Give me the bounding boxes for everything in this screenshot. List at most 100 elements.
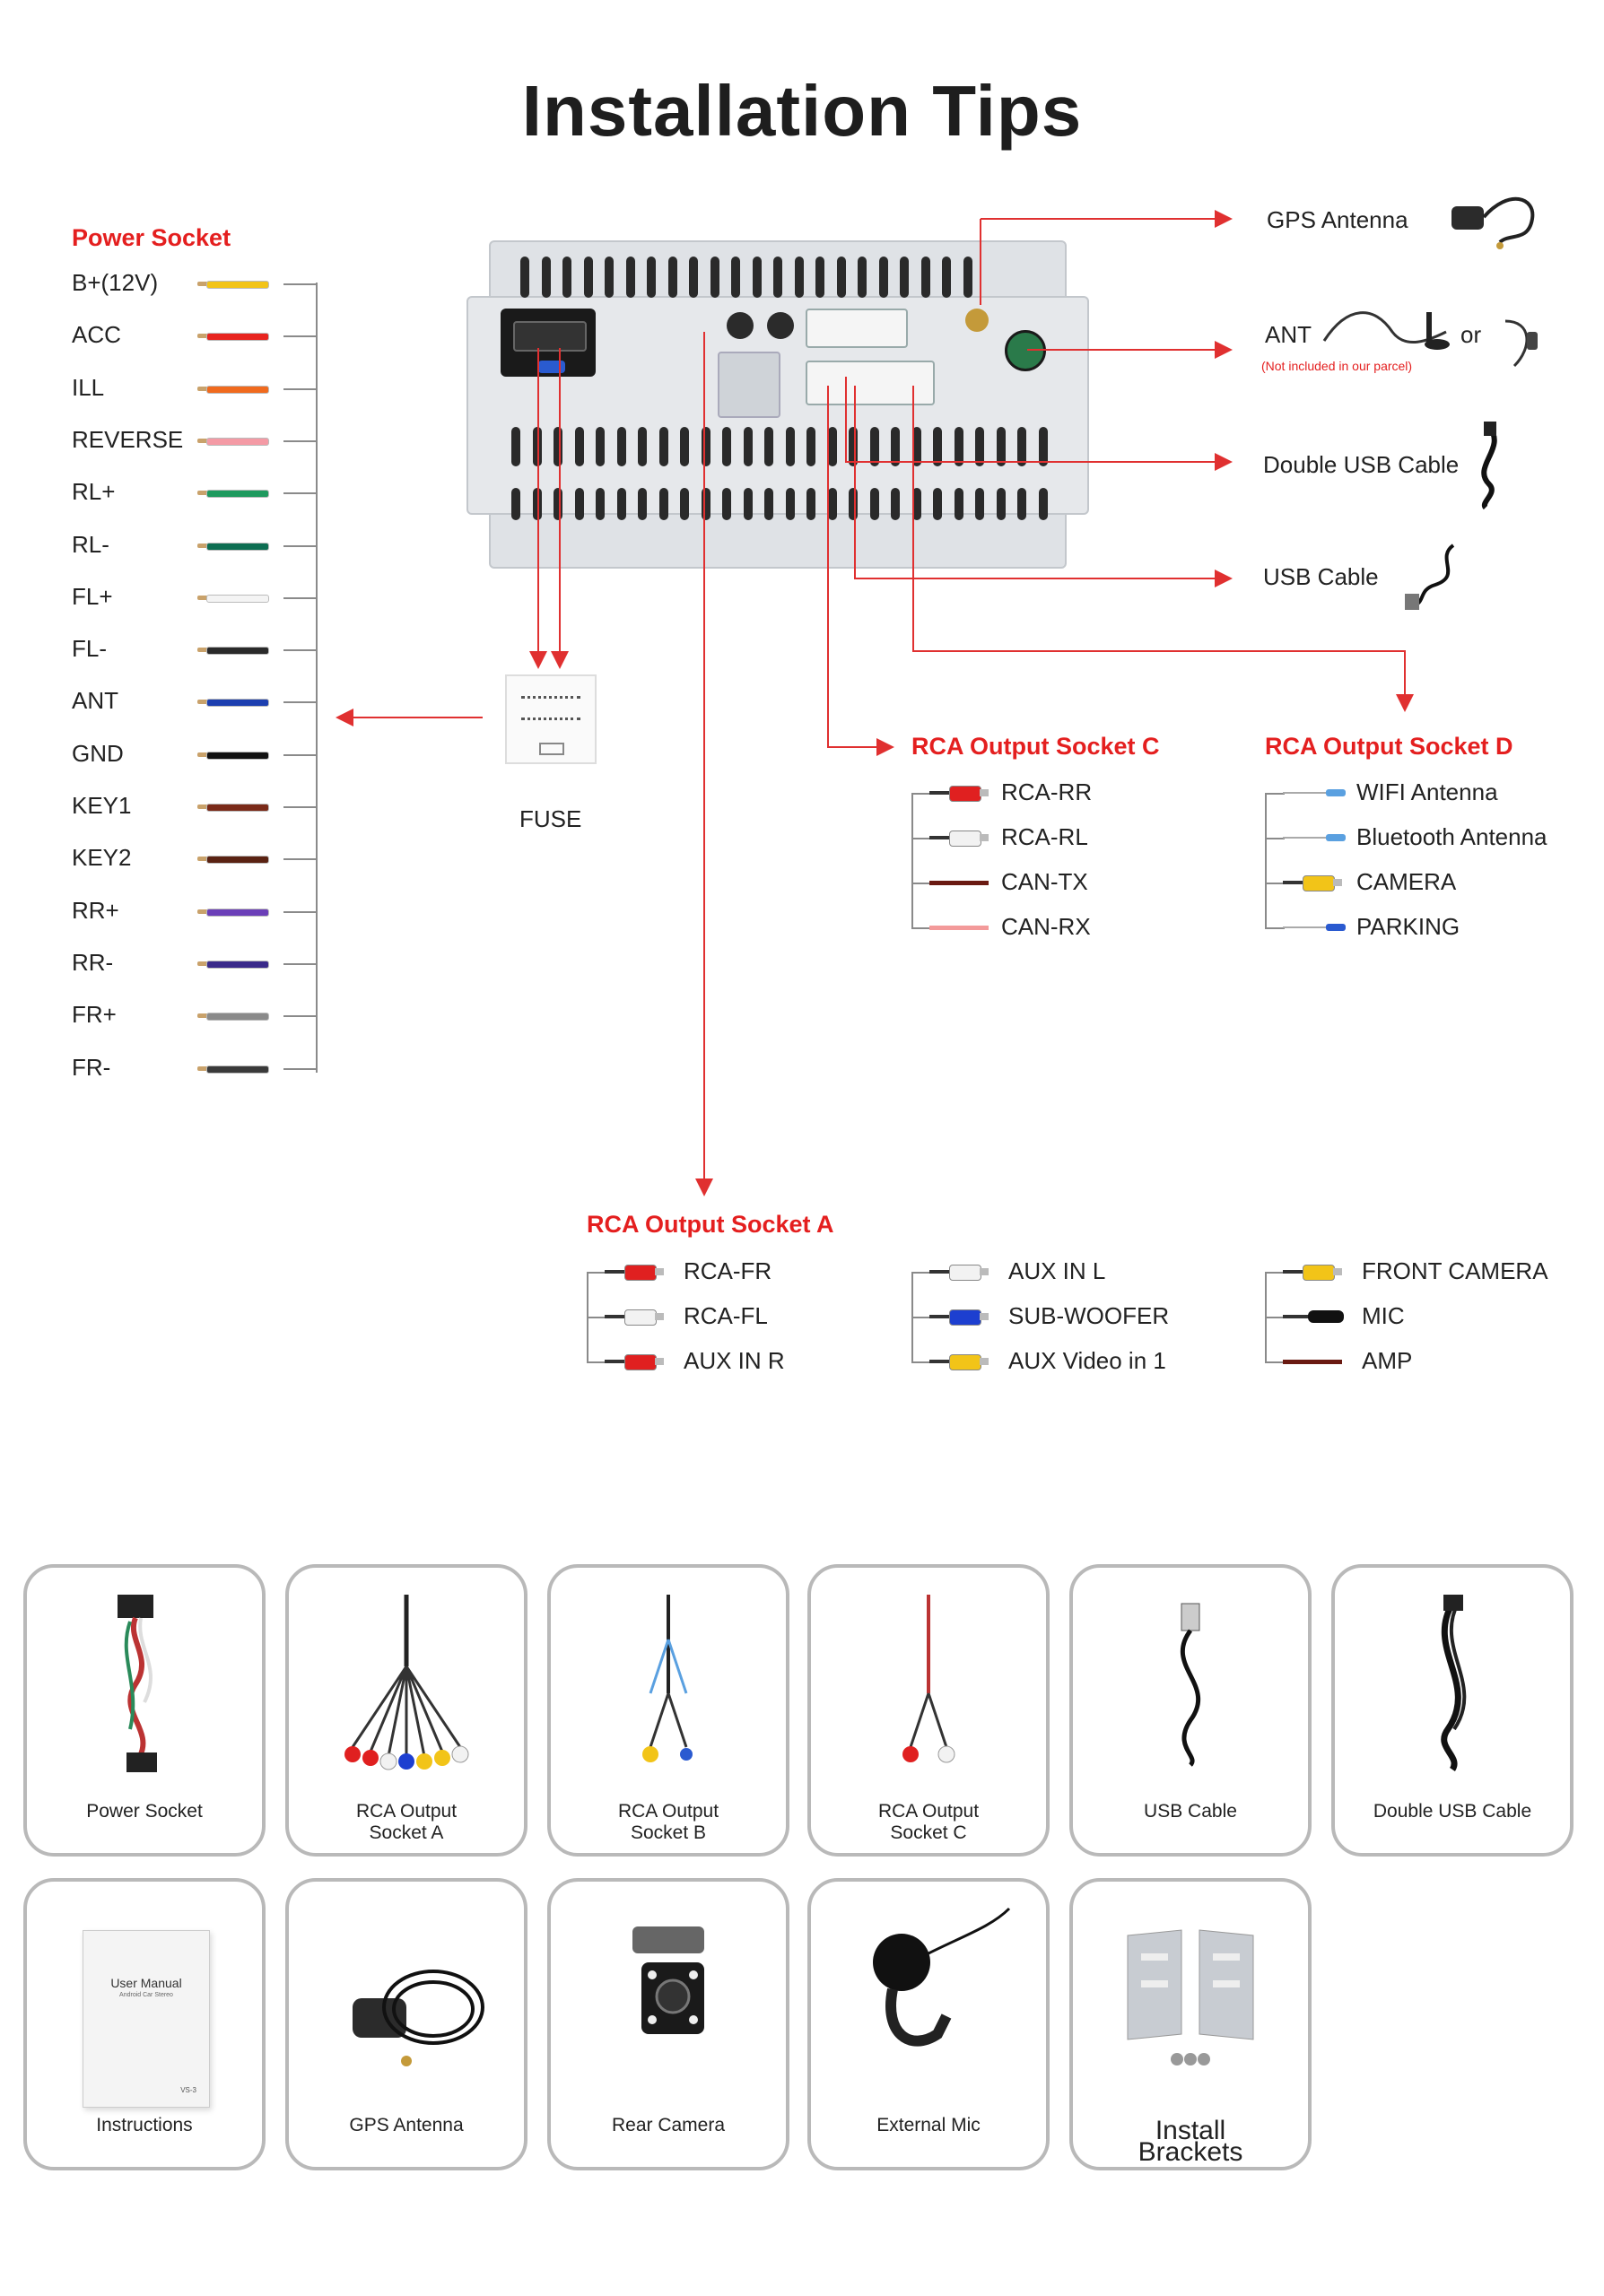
vent-slot — [701, 427, 710, 466]
socket-c-title: RCA Output Socket C — [911, 733, 1160, 760]
socket-bracket — [1265, 793, 1267, 927]
vent-slot — [764, 427, 773, 466]
socket-item-label: SUB-WOOFER — [1008, 1302, 1170, 1329]
vent-slot — [815, 257, 824, 298]
manual-code: VS-3 — [180, 2086, 196, 2094]
ant-note: (Not included in our parcel) — [1261, 359, 1413, 373]
rca-pin — [980, 789, 989, 796]
vent-slot — [574, 488, 584, 520]
vent-slot — [1038, 488, 1048, 520]
connector-line — [283, 1067, 316, 1070]
power-wire-label: KEY1 — [72, 792, 132, 819]
rca-harness-c-icon — [902, 1595, 955, 1763]
wire-tip — [197, 857, 208, 862]
power-wire — [206, 333, 269, 342]
accessory-card: Double USB Cable — [1331, 1564, 1573, 1857]
manual-title: User Manual — [110, 1976, 182, 1990]
connector-line — [911, 838, 931, 839]
vent-slot — [785, 488, 795, 520]
power-wire-label: FR- — [72, 1053, 111, 1081]
wire-tip — [197, 804, 208, 809]
mic-cable — [1283, 1315, 1310, 1318]
socket-item-label: WIFI Antenna — [1356, 778, 1498, 805]
vent-slot — [794, 257, 804, 298]
socket-bracket — [911, 793, 913, 927]
vent-slot — [878, 257, 888, 298]
rca-plug-icon — [1303, 1265, 1335, 1281]
vent-slot — [849, 427, 858, 466]
rca-pin — [980, 1313, 989, 1320]
wire-tip — [197, 1065, 208, 1071]
rca-cable — [1283, 1270, 1304, 1274]
connector-line — [587, 1317, 606, 1318]
vent-slot — [658, 488, 668, 520]
socket-item-label: AUX IN L — [1008, 1257, 1106, 1284]
rca-plug-icon — [949, 831, 981, 847]
power-wire-label: ANT — [72, 687, 118, 715]
connector-line — [911, 1317, 931, 1318]
vent-slot — [583, 257, 593, 298]
accessory-card: Install Brackets — [1069, 1878, 1312, 2170]
power-wire-label: RL+ — [72, 478, 116, 506]
vent-slot — [541, 257, 551, 298]
power-wire — [206, 908, 269, 917]
vent-slot — [731, 257, 740, 298]
wire-tip — [197, 282, 208, 286]
mic-plug-icon — [1308, 1310, 1344, 1323]
socket-item-label: AUX Video in 1 — [1008, 1347, 1166, 1374]
vent-slot — [900, 257, 909, 298]
power-wire-label: KEY2 — [72, 844, 132, 872]
gps-antenna-icon — [353, 1970, 484, 2066]
vent-slot — [596, 488, 605, 520]
wire-tip — [197, 909, 208, 914]
connector-line — [1265, 793, 1285, 795]
double-usb-label: Double USB Cable — [1263, 451, 1460, 478]
connector-line — [283, 701, 316, 704]
rca-cable — [929, 1315, 951, 1318]
vent-slot — [869, 488, 879, 520]
thin-cable — [1283, 926, 1328, 928]
power-wire-label: FL+ — [72, 582, 113, 610]
power-harness-icon — [118, 1595, 157, 1772]
thin-cable — [1283, 792, 1328, 794]
vent-slot — [722, 427, 731, 466]
socket-item-label: FRONT CAMERA — [1362, 1257, 1548, 1284]
accessory-label: RCA Output Socket B — [617, 1801, 719, 1843]
connector-line — [1265, 883, 1285, 884]
rca-plug-icon — [949, 786, 981, 802]
connector-line — [283, 753, 316, 756]
vent-slot — [680, 488, 689, 520]
vent-slot — [625, 257, 635, 298]
rca-plug-icon — [624, 1354, 657, 1370]
rca-cable — [929, 836, 951, 839]
rca-pin — [1333, 1268, 1342, 1275]
socket-item-label: CAN-TX — [1001, 868, 1088, 895]
accessory-label: RCA Output Socket C — [877, 1801, 980, 1843]
accessory-label: Install Brackets — [1138, 2116, 1243, 2167]
rca-plug-icon — [624, 1265, 657, 1281]
accessory-card: RCA Output Socket B — [547, 1564, 789, 1857]
power-wire — [206, 594, 269, 603]
power-wire — [206, 385, 269, 394]
vent-slot — [616, 427, 626, 466]
vent-slot — [975, 427, 984, 466]
vent-slot — [869, 427, 879, 466]
vent-slot — [532, 488, 542, 520]
power-wire — [206, 1065, 269, 1074]
power-wire — [206, 281, 269, 289]
rca-cable — [605, 1315, 626, 1318]
socket-item-label: MIC — [1362, 1302, 1405, 1329]
rca-cable — [929, 1270, 951, 1274]
power-wire-label: RR- — [72, 948, 114, 976]
vent-slot — [764, 488, 773, 520]
connector-line — [283, 283, 316, 285]
or-label: or — [1460, 321, 1482, 348]
connector-line — [1265, 838, 1285, 839]
accessory-card: USB Cable — [1069, 1564, 1312, 1857]
accessory-label: Power Socket — [86, 1801, 203, 1822]
vent-slot — [806, 488, 815, 520]
socket-item-label: AUX IN R — [684, 1347, 785, 1374]
vent-slot — [554, 427, 562, 466]
connector-line — [911, 1272, 931, 1274]
